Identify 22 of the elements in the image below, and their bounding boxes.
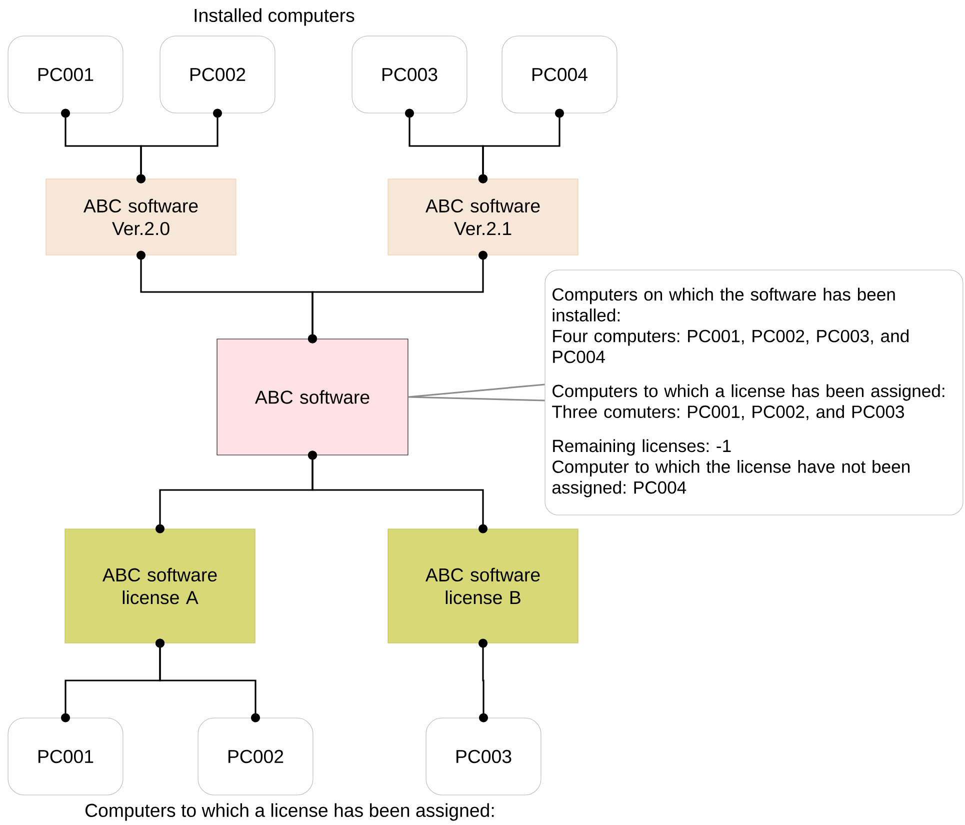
computer-box: PC002 [160, 36, 276, 114]
connector [156, 638, 260, 722]
license-box: ABC software license B [388, 528, 578, 644]
software-box: ABC software [216, 338, 408, 456]
computer-box: PC003 [352, 36, 468, 114]
callout-pointer [407, 384, 546, 402]
version-box: ABC software Ver.2.0 [46, 178, 236, 256]
caption: Computers to which a license has been assigned: [86, 803, 494, 821]
connector [308, 250, 488, 344]
connector [478, 638, 488, 722]
heading: Installed computers [194, 8, 354, 26]
computer-box: PC004 [502, 36, 618, 114]
version-box: ABC software Ver.2.1 [388, 178, 578, 256]
callout-box: Computers on which the software has been installed: Four computers: PC001, PC002, PC003, and PC004 Computers to which a license has been assigned: Three comuters: PC001, PC002, and PC003 Remaining licenses: -1 Computer to which the license have not been assigned: PC004 [544, 270, 964, 516]
computer-box: PC001 [8, 36, 124, 114]
connector [308, 450, 488, 534]
computer-box: PC003 [426, 718, 542, 796]
computer-box: PC002 [198, 718, 314, 796]
connector [136, 108, 222, 184]
computer-box: PC001 [8, 718, 124, 796]
license-box: ABC software license A [64, 528, 256, 644]
connector [478, 108, 564, 184]
